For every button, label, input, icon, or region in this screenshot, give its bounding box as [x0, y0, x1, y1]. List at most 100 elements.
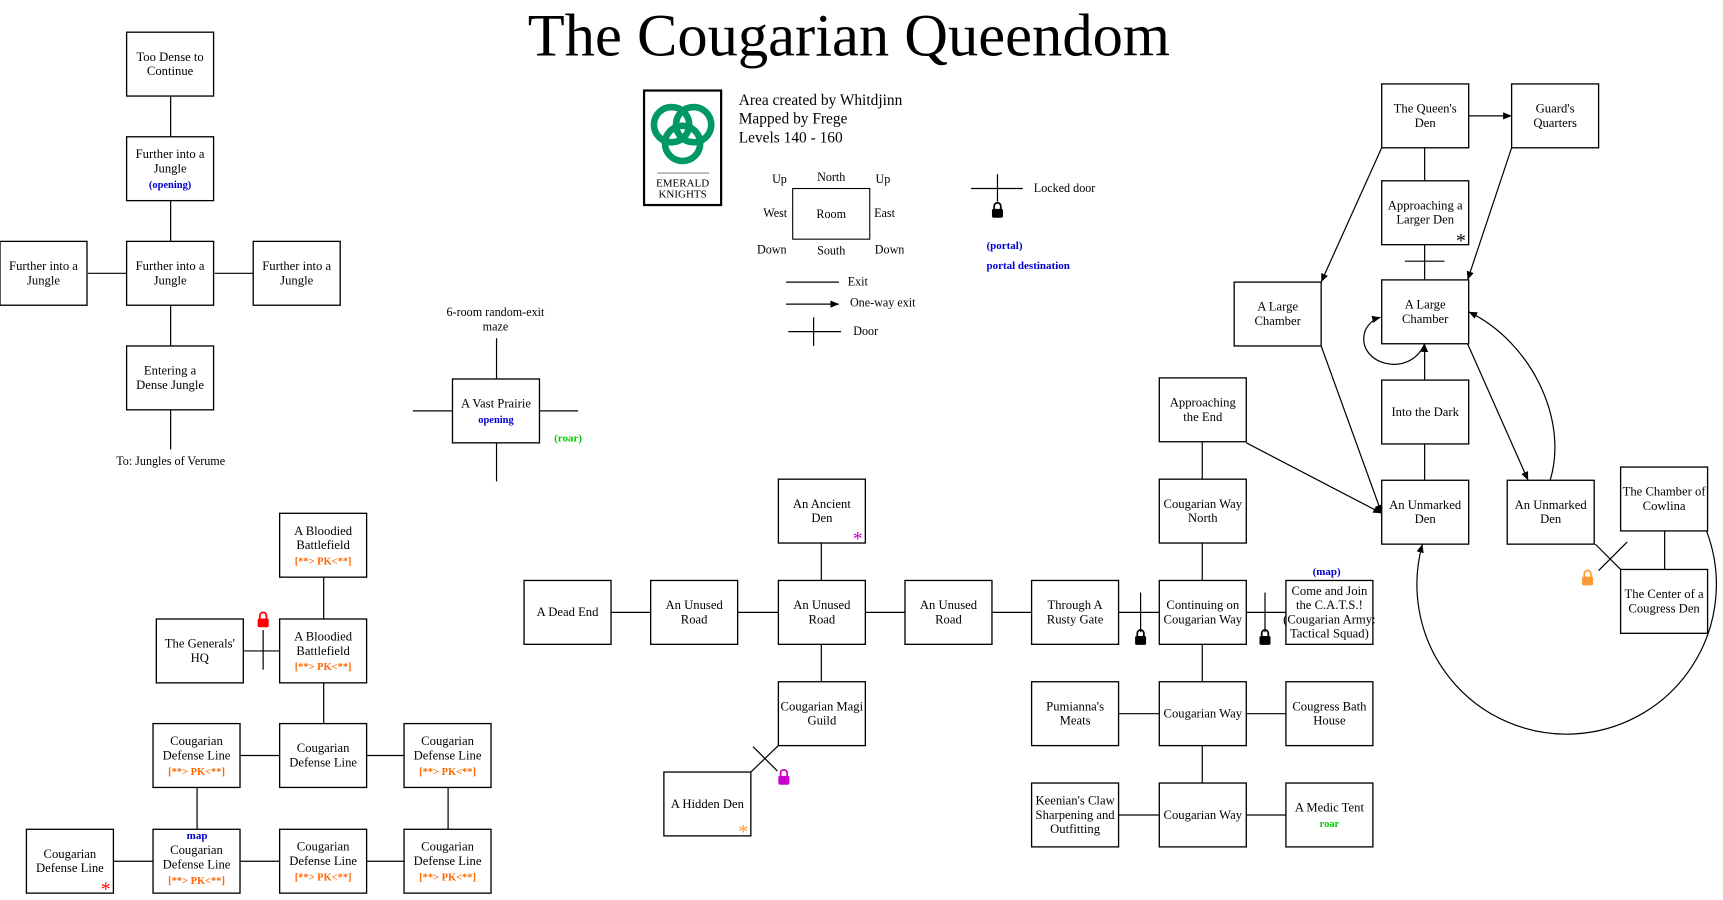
room-name: An Unused — [920, 598, 978, 612]
room-tag: [**> PK<**] — [295, 662, 352, 673]
room-name: Cougarian Magi — [781, 699, 864, 713]
room-box[interactable]: Into the Dark — [1381, 379, 1470, 445]
room-name: Defense Line — [289, 756, 357, 770]
magenta-lock-icon — [778, 768, 790, 786]
room-box[interactable]: Cougarian Way — [1158, 782, 1247, 848]
room-name: A Dead End — [537, 605, 600, 619]
svg-text:One-way exit: One-way exit — [850, 295, 916, 309]
room-tag: roar — [1320, 819, 1340, 830]
room-box[interactable]: A Vast Prairie opening — [451, 378, 541, 444]
room-tag: [**> PK<**] — [168, 767, 225, 778]
room-name: the End — [1183, 410, 1223, 424]
room-name: Den — [811, 511, 833, 525]
one-way-exit — [1320, 345, 1383, 514]
room-name: Quarters — [1533, 116, 1577, 130]
room-box[interactable]: Cougarian Way — [1158, 681, 1247, 747]
room-name: (Cougarian Army: — [1283, 612, 1375, 626]
room-name: Pumianna's — [1046, 699, 1104, 713]
exit-line — [1598, 541, 1628, 571]
room-box[interactable]: The Generals'HQ — [155, 618, 244, 684]
room-name: A Bloodied — [294, 629, 353, 643]
room-name: HQ — [191, 651, 209, 665]
room-name: Further into a — [136, 147, 205, 161]
maze-label-2: maze — [483, 320, 509, 334]
room-name: Jungle — [280, 273, 313, 287]
one-way-curve — [1468, 311, 1556, 481]
room-name: Cougarian — [170, 734, 223, 748]
room-name: A Vast Prairie — [461, 397, 531, 411]
room-name: Keenian's Claw — [1035, 794, 1115, 808]
room-name: North — [1188, 511, 1218, 525]
asterisk-icon: * — [738, 821, 748, 843]
room-name: Cougarian Way — [1164, 707, 1243, 721]
svg-text:(portal): (portal) — [986, 240, 1022, 252]
room-box[interactable]: A Hidden Den* — [663, 771, 752, 843]
room-name: Jungle — [27, 273, 60, 287]
one-way-exit — [1467, 343, 1529, 481]
room-name: Further into a — [136, 259, 205, 273]
room-name: Further into a — [262, 259, 331, 273]
orange-lock-icon — [1581, 569, 1594, 586]
red-lock-icon — [257, 611, 269, 628]
room-name: An Unused — [793, 598, 851, 612]
asterisk-icon: * — [101, 878, 111, 900]
room-name: the C.A.T.S.! — [1296, 598, 1363, 612]
room-name: A Large — [1405, 298, 1446, 312]
room-name: Tactical Squad) — [1290, 627, 1369, 641]
asterisk-icon: * — [853, 528, 863, 550]
room-name: Defense Line — [36, 861, 104, 875]
room-tag: opening — [478, 415, 514, 426]
room-name: Cougarian — [297, 840, 350, 854]
room-name: Jungle — [154, 162, 187, 176]
room-box[interactable]: A Dead End — [523, 579, 612, 645]
svg-text:EMERALD: EMERALD — [656, 177, 709, 189]
room-name: Through A — [1047, 598, 1103, 612]
room-name: Guard's — [1536, 102, 1575, 116]
room-name: Den — [1540, 512, 1562, 526]
room-name: An Unused — [665, 598, 723, 612]
room-tag: [**> PK<**] — [419, 872, 476, 883]
room-name: Defense Line — [163, 748, 231, 762]
room-name: The Chamber of — [1623, 485, 1707, 499]
room-name: Road — [681, 612, 708, 626]
